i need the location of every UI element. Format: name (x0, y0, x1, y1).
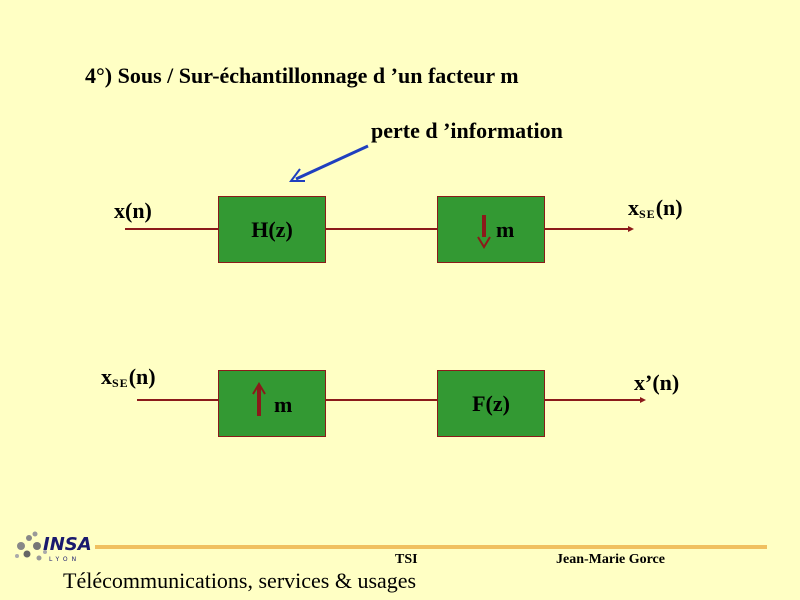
d1-filter-label: H(z) (251, 216, 293, 242)
d1-filter-block: H(z) (218, 196, 326, 263)
down-arrow-icon (477, 215, 491, 249)
up-arrow-icon (252, 382, 266, 416)
footer-organization: Télécommunications, services & usages (63, 568, 417, 593)
d1-output-subscript: SE (639, 207, 656, 221)
logo-dots-icon (15, 531, 47, 561)
slide-title: 4°) Sous / Sur-échantillonnage d ’un fac… (85, 63, 519, 88)
logo-subtext: LYON (49, 556, 81, 563)
annotation-arrow (289, 144, 369, 182)
d1-downsample-label: m (496, 217, 515, 242)
annotation-label: perte d ’information (371, 118, 563, 143)
footer-author: Jean-Marie Gorce (556, 552, 665, 567)
d2-output-arrowhead (640, 397, 646, 403)
d2-input-main: x (101, 364, 112, 389)
d2-input-subscript: SE (112, 376, 129, 390)
d2-upsample-label: m (274, 392, 293, 417)
logo-text: INSA (43, 534, 92, 555)
footer-divider (95, 545, 767, 549)
d1-input-label: x(n) (114, 198, 152, 223)
d2-output-label: x’(n) (634, 370, 680, 395)
d1-output-main: x (628, 195, 639, 220)
d1-output-arrowhead (628, 226, 634, 232)
d2-upsample-block: m (218, 370, 326, 437)
d2-filter-block: F(z) (437, 370, 545, 437)
footer-course: TSI (395, 552, 418, 567)
d2-input-label: xSE(n) (101, 364, 156, 390)
d1-output-tail: (n) (655, 195, 683, 220)
d1-output-label: xSE(n) (628, 195, 683, 221)
d2-filter-label: F(z) (472, 390, 510, 416)
insa-logo: INSA LYON (13, 526, 97, 568)
d1-downsample-block: m (437, 196, 545, 263)
d2-input-tail: (n) (128, 364, 156, 389)
